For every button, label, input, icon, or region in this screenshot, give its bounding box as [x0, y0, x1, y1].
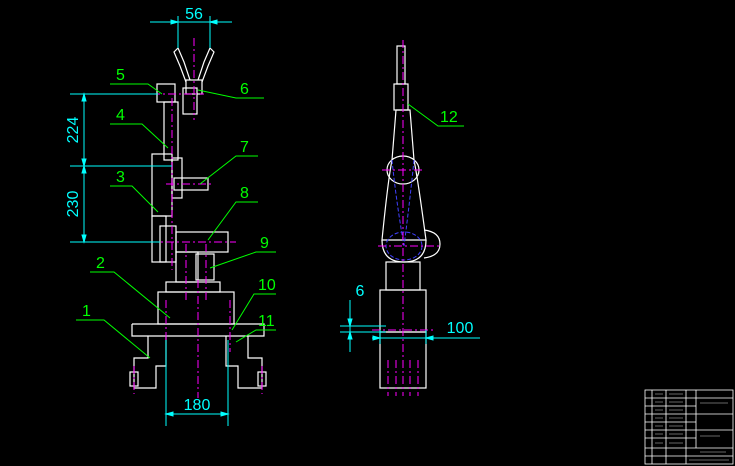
leaders: [76, 83, 464, 359]
dim-56-arrow-left: [170, 19, 180, 25]
front-view: [129, 47, 267, 389]
base-plate: [131, 323, 265, 337]
column-flange: [165, 281, 221, 293]
title-block-scribbles: [655, 393, 729, 461]
dim-56-arrow-right: [208, 19, 218, 25]
leader-6: [197, 89, 264, 99]
base-housing: [157, 291, 235, 325]
leader-7: [199, 155, 258, 185]
front-centerlines: [133, 38, 263, 398]
part-number-11: 11: [258, 313, 275, 330]
leader-12: [407, 103, 464, 127]
part-number-12: 12: [440, 109, 458, 126]
leader-1: [76, 319, 151, 359]
leader-4: [110, 123, 169, 149]
column: [175, 251, 199, 283]
title-block-illegible-text: [655, 393, 729, 461]
dim-6-arrow-top: [347, 318, 353, 328]
gripper-right-finger: [197, 47, 211, 81]
dim-100-text: 100: [447, 320, 474, 337]
elbow-block: [159, 225, 177, 263]
part-number-7: 7: [240, 139, 249, 156]
dim-6-text: 6: [356, 283, 365, 300]
lower-arm: [151, 215, 167, 263]
elbow-axle: [175, 231, 229, 253]
leader-3: [110, 185, 159, 213]
title-block-frame: [644, 389, 734, 465]
side-centerlines: [372, 40, 440, 396]
wrist-block: [182, 87, 198, 115]
motor-block: [195, 253, 215, 281]
part-number-3: 3: [116, 169, 125, 186]
leader-2: [90, 271, 171, 319]
part-number-8: 8: [240, 185, 249, 202]
part-number-10: 10: [258, 277, 276, 294]
dimensions: [70, 16, 480, 426]
side-elbow-motor: [423, 229, 441, 259]
dim-56-text: 56: [185, 6, 203, 23]
leader-10: [231, 293, 276, 331]
dim-180-arrow-left: [164, 411, 174, 417]
dim-180-text: 180: [184, 397, 211, 414]
side-gripper: [396, 45, 406, 85]
part-number-2: 2: [96, 255, 105, 272]
upper-arm: [163, 101, 179, 161]
dim-230-arrow-top: [81, 164, 87, 174]
dim-230-arrow-bottom: [81, 234, 87, 244]
leader-5: [110, 83, 163, 95]
dim-224-arrow-top: [81, 92, 87, 102]
leader-9: [209, 251, 276, 269]
left-leg: [133, 336, 167, 389]
dim-180-arrow-right: [220, 411, 230, 417]
part-number-1: 1: [82, 303, 91, 320]
dim-224-text: 224: [65, 117, 82, 144]
side-wrist: [393, 83, 409, 111]
dimension-texts: 56 224 230 180 6 100: [65, 6, 473, 414]
leader-11: [235, 329, 276, 343]
part-number-labels: 5 6 4 7 3 8 9 2 10 11 1 12: [82, 67, 458, 330]
dim-100-arrow-right: [424, 335, 434, 341]
right-leg: [225, 336, 263, 389]
part-number-9: 9: [260, 235, 269, 252]
gripper-left-jaw: [173, 47, 187, 83]
leader-8: [207, 201, 258, 241]
part-number-5: 5: [116, 67, 125, 84]
dim-100-arrow-left: [372, 335, 382, 341]
part-number-6: 6: [240, 81, 249, 98]
title-block: [644, 389, 734, 465]
side-hidden-arm: [391, 159, 415, 247]
dim-6-arrow-bottom: [347, 330, 353, 340]
gripper-right-jaw: [201, 47, 215, 83]
gripper-left-finger: [177, 47, 191, 81]
part-number-4: 4: [116, 107, 125, 124]
dim-224-arrow-bottom: [81, 158, 87, 168]
dim-230-text: 230: [65, 191, 82, 218]
mid-bracket: [151, 153, 173, 217]
